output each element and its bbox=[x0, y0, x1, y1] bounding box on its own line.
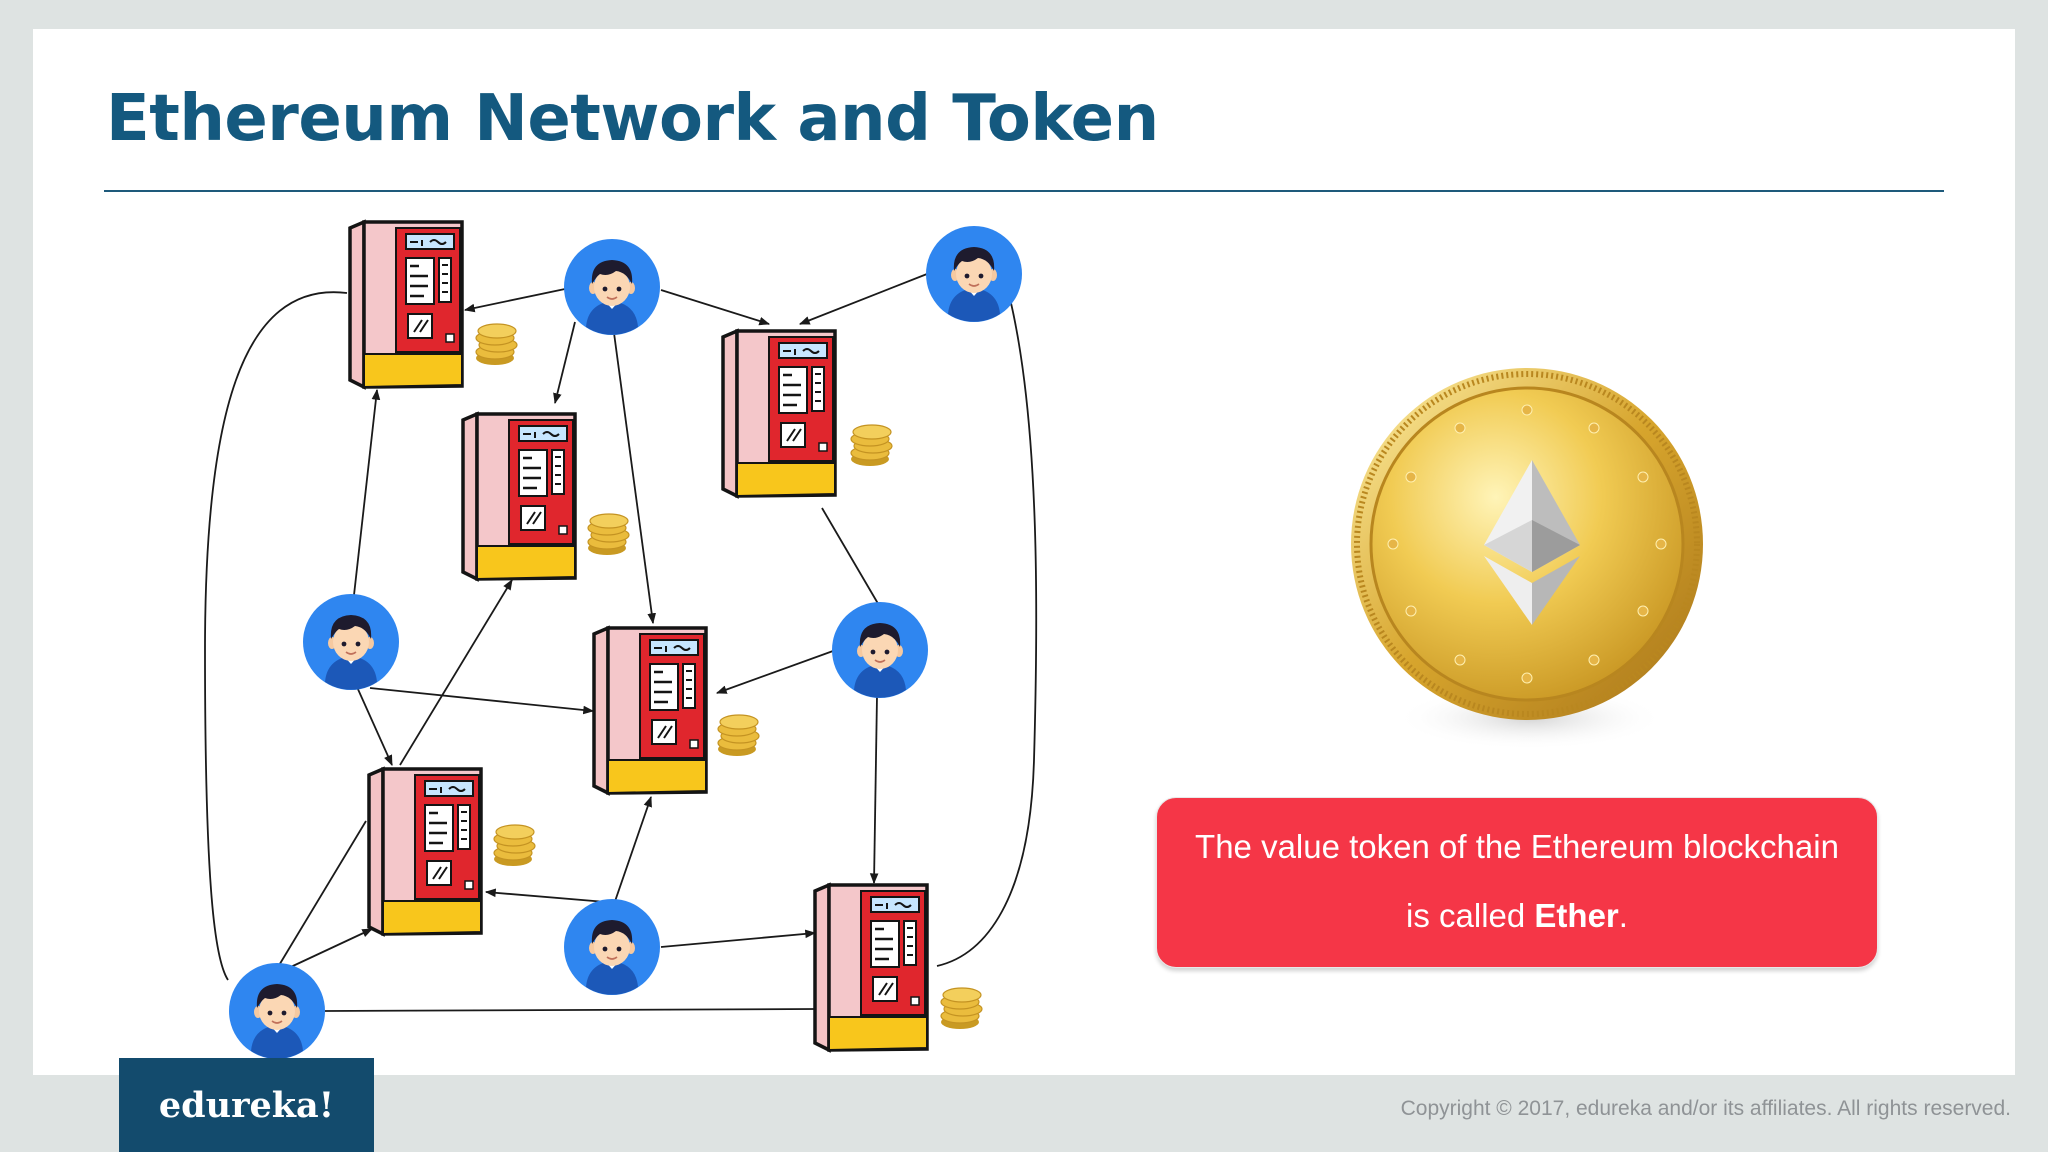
caption-suffix: . bbox=[1618, 897, 1628, 934]
slide-title: Ethereum Network and Token bbox=[106, 82, 1159, 156]
title-divider bbox=[104, 190, 1944, 192]
ether-coin-icon bbox=[1351, 368, 1703, 750]
coin-stack-icon bbox=[850, 424, 893, 467]
caption-ether-word: Ether bbox=[1534, 897, 1619, 934]
coin-stack-icon bbox=[493, 824, 536, 867]
user-avatar-icon bbox=[563, 898, 661, 996]
copyright-notice: Copyright © 2017, edureka and/or its aff… bbox=[1400, 1097, 2011, 1120]
vending-machine-icon bbox=[348, 220, 464, 389]
vending-machine-icon bbox=[461, 412, 577, 581]
user-avatar-icon bbox=[302, 593, 400, 691]
caption-line-2: is called Ether. bbox=[1157, 881, 1877, 950]
vending-machine-icon bbox=[592, 626, 708, 795]
ether-caption-box: The value token of the Ethereum blockcha… bbox=[1156, 797, 1878, 968]
vending-machine-icon bbox=[367, 767, 483, 936]
user-avatar-icon bbox=[831, 601, 929, 699]
user-avatar-icon bbox=[563, 238, 661, 336]
coin-stack-icon bbox=[940, 987, 983, 1030]
network-connections bbox=[204, 273, 1038, 1012]
coin-stack-icon bbox=[717, 714, 760, 757]
caption-prefix: is called bbox=[1406, 897, 1535, 934]
coin-stack-icon bbox=[475, 323, 518, 366]
user-avatar-icon bbox=[925, 225, 1023, 323]
vending-machine-icon bbox=[721, 329, 837, 498]
vending-machine-icon bbox=[813, 883, 929, 1052]
coin-stack-icon bbox=[587, 513, 630, 556]
caption-line-1: The value token of the Ethereum blockcha… bbox=[1195, 828, 1839, 865]
user-avatar-icon bbox=[228, 962, 326, 1060]
edureka-logo: edureka! bbox=[119, 1058, 374, 1152]
